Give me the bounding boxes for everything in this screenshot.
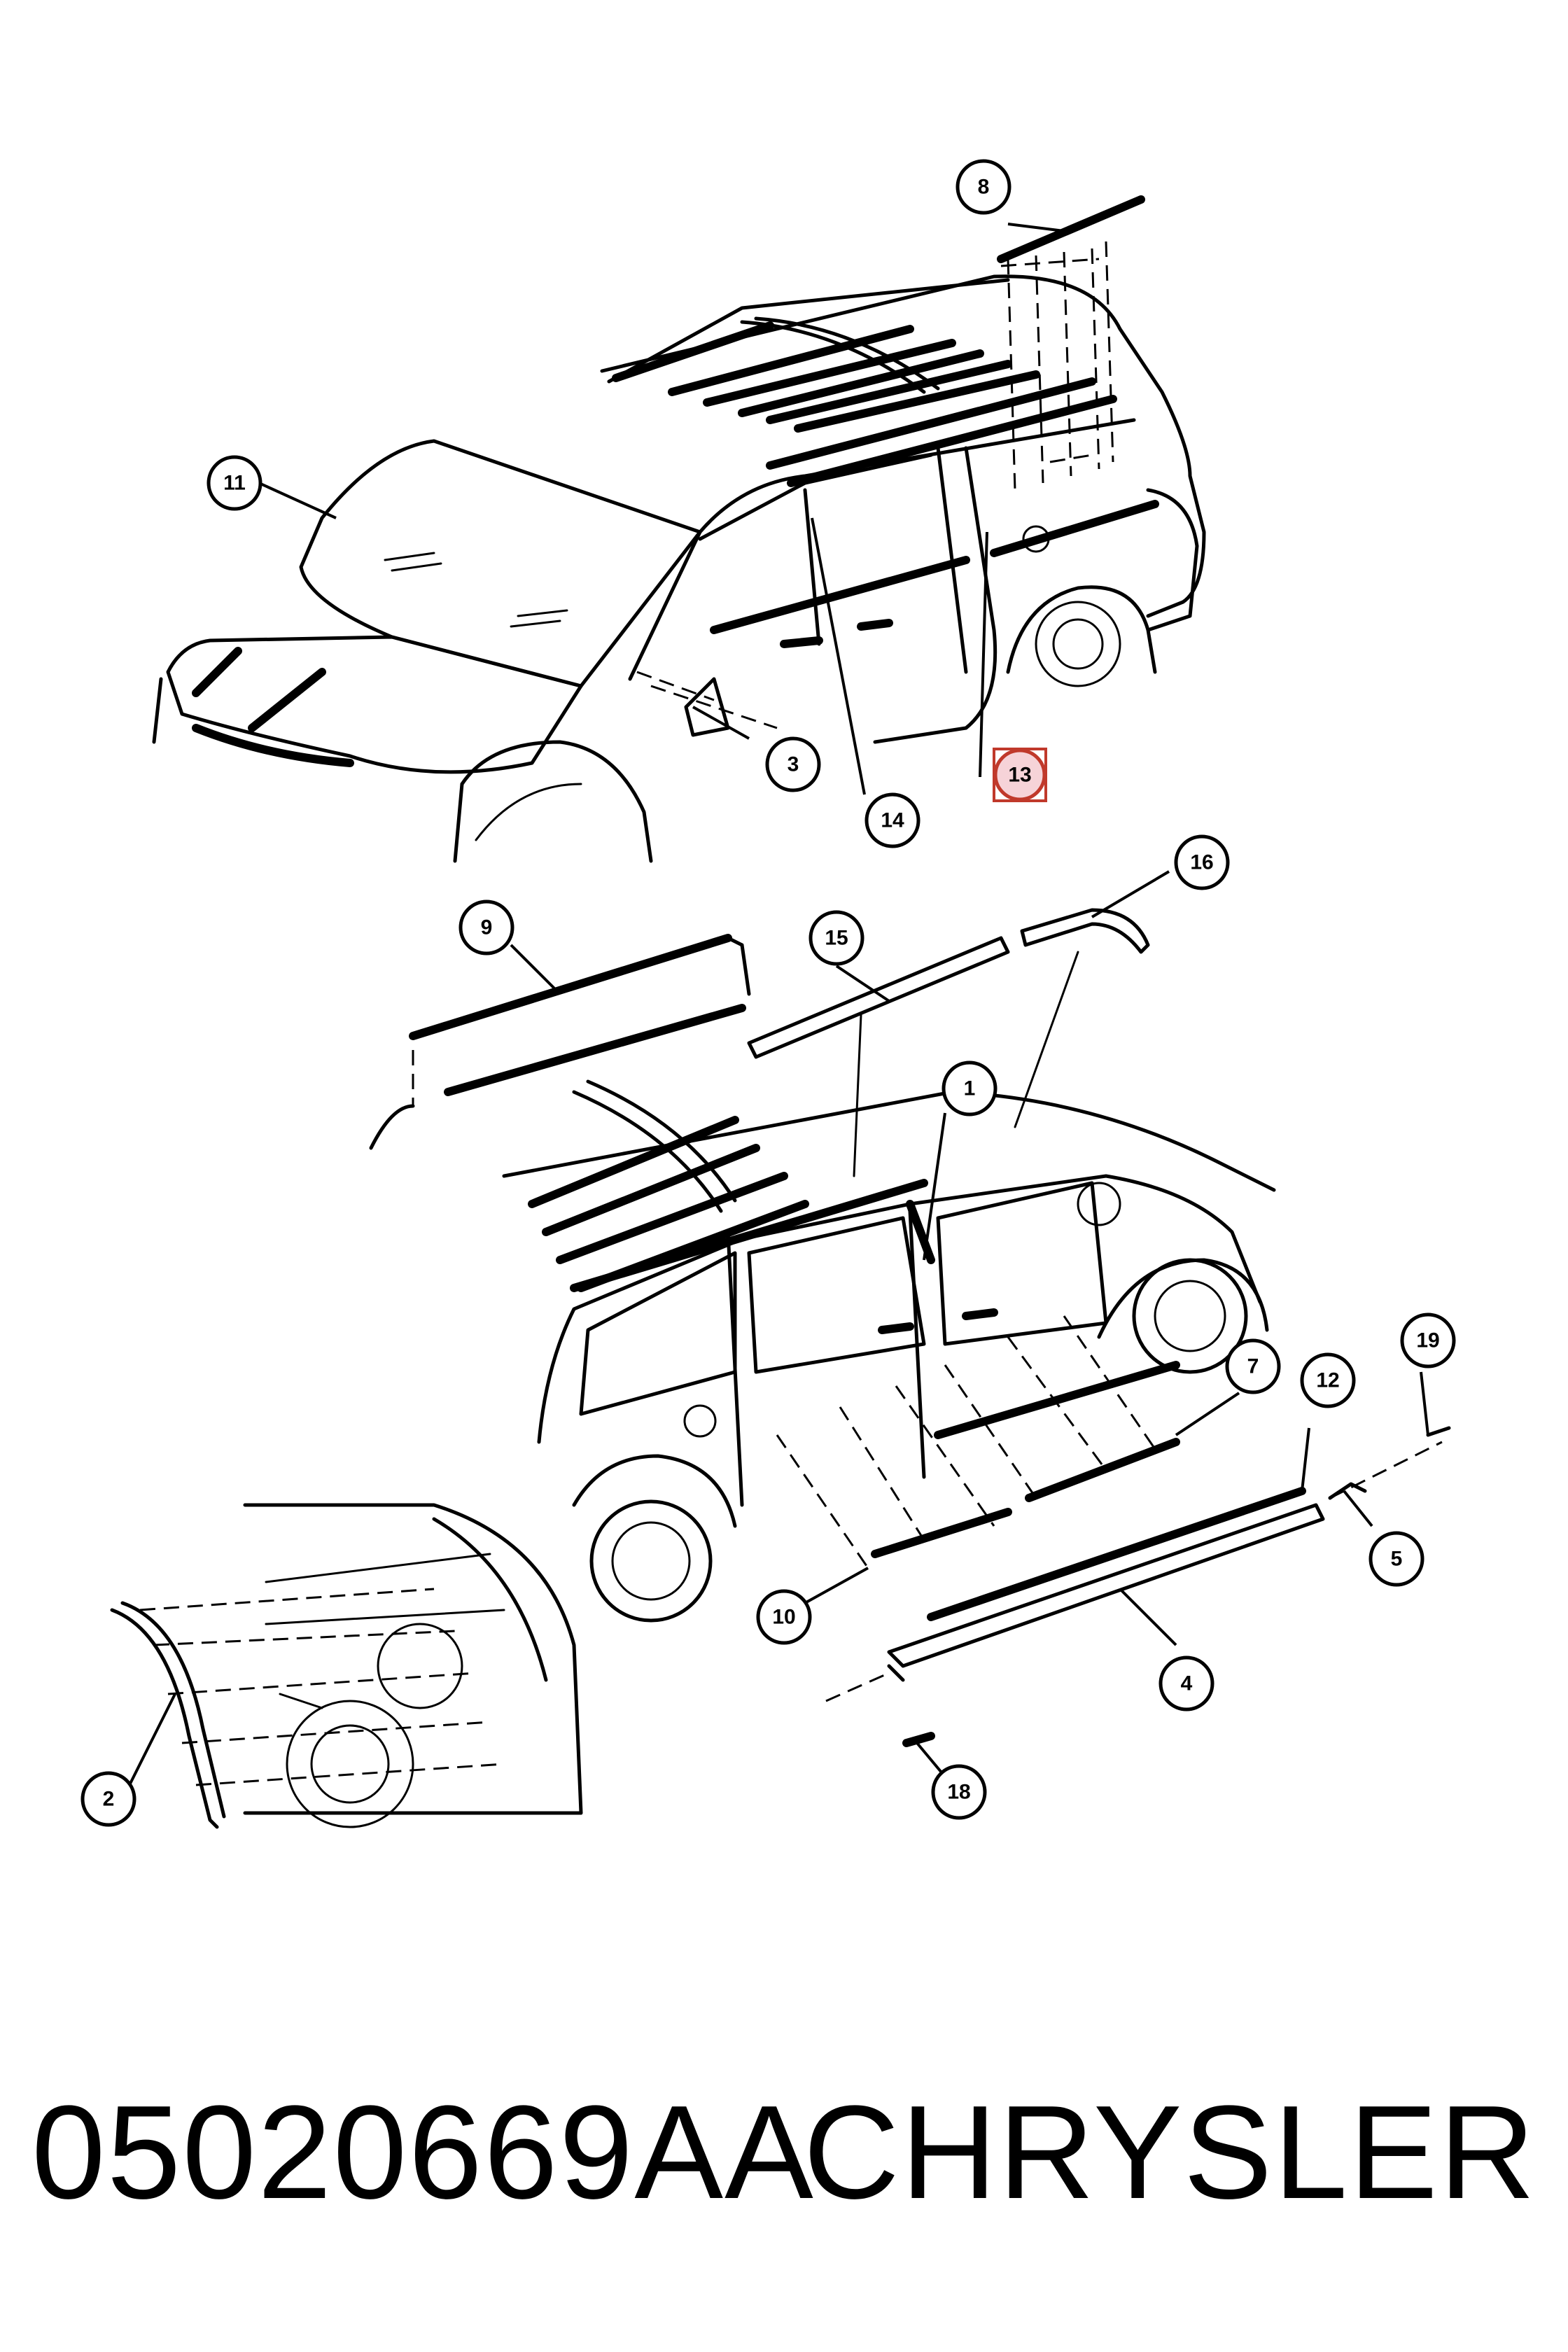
svg-text:7: 7 [1247, 1355, 1259, 1378]
svg-text:2: 2 [103, 1788, 115, 1811]
callout-13: 13 [993, 748, 1047, 802]
callout-8: 8 [955, 159, 1011, 215]
parts-diagram: 8 11 3 13 14 16 9 15 1 19 7 12 5 10 4 2 [80, 159, 1456, 1829]
part-caption: 05020669AA CHRYSLER [0, 2082, 1568, 2222]
callout-18: 18 [931, 1764, 987, 1820]
svg-text:3: 3 [788, 753, 799, 776]
svg-text:14: 14 [881, 809, 904, 832]
callout-7: 7 [1225, 1338, 1281, 1394]
callout-15: 15 [808, 910, 864, 966]
svg-text:4: 4 [1181, 1672, 1193, 1695]
svg-text:9: 9 [481, 916, 493, 939]
svg-text:11: 11 [223, 472, 246, 495]
callout-12: 12 [1300, 1352, 1356, 1408]
svg-text:5: 5 [1391, 1548, 1403, 1571]
callout-3: 3 [765, 736, 821, 792]
callout-16: 16 [1174, 834, 1230, 890]
roof-trim-parts [369, 908, 1150, 1177]
svg-text:10: 10 [772, 1606, 795, 1629]
svg-text:12: 12 [1316, 1369, 1339, 1392]
engine-bay-detail [110, 1503, 583, 1829]
upper-vehicle-illustration [152, 195, 1206, 863]
svg-text:18: 18 [947, 1781, 970, 1804]
svg-text:13: 13 [1008, 764, 1031, 787]
callout-5: 5 [1368, 1531, 1424, 1587]
callout-14: 14 [864, 792, 920, 848]
leader-lines [125, 223, 1429, 1793]
callout-1: 1 [941, 1060, 997, 1116]
svg-text:15: 15 [825, 927, 848, 950]
callout-4: 4 [1158, 1656, 1214, 1712]
callout-19: 19 [1400, 1312, 1456, 1368]
lower-vehicle-illustration [502, 1079, 1451, 1747]
callout-10: 10 [756, 1589, 812, 1645]
svg-text:19: 19 [1416, 1329, 1439, 1352]
svg-text:8: 8 [978, 176, 990, 199]
callout-9: 9 [458, 899, 514, 955]
callout-2: 2 [80, 1771, 136, 1827]
svg-text:1: 1 [964, 1077, 976, 1100]
brand-name: CHRYSLER [803, 2078, 1536, 2227]
svg-text:16: 16 [1190, 851, 1213, 874]
part-number: 05020669AA [31, 2078, 815, 2227]
callout-11: 11 [206, 455, 262, 511]
